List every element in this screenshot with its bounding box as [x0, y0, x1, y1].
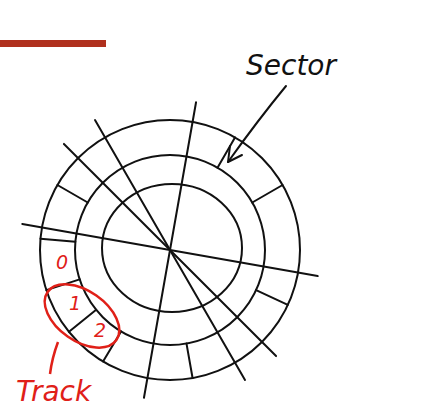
divider-line [144, 250, 170, 398]
divider-line [170, 250, 318, 276]
divider-line [40, 239, 75, 242]
sector-label: Sector [246, 52, 336, 80]
sector-lines [22, 102, 317, 397]
divider-line [218, 137, 236, 167]
track-highlight [33, 271, 130, 374]
divider-line [186, 344, 192, 378]
title-bar [0, 40, 106, 47]
block-number: 0 [56, 253, 68, 272]
block-number: 1 [69, 294, 81, 313]
divider-line [256, 290, 288, 305]
track-label: Track [16, 378, 91, 406]
divider-line [57, 185, 87, 203]
divider-line [22, 224, 170, 250]
divider-line [170, 250, 245, 380]
disk-platter [40, 120, 300, 380]
divider-line [95, 120, 170, 250]
sector-arrow [228, 86, 286, 162]
divider-line [252, 185, 282, 203]
divider-line [170, 102, 196, 250]
divider-line [69, 310, 96, 332]
block-number: 2 [94, 321, 106, 340]
